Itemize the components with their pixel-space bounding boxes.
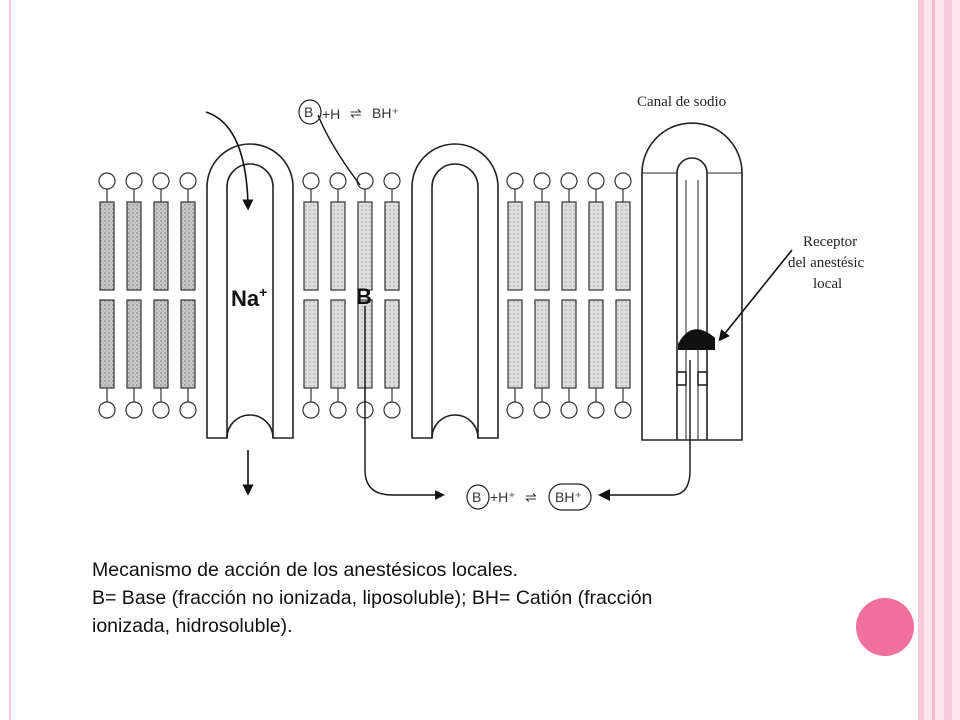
- base-circle-bottom: [466, 484, 490, 510]
- bottom-eq-plus-h: +H⁺: [490, 489, 516, 505]
- top-eq-base: B: [304, 104, 313, 120]
- caption-line-3: ionizada, hidrosoluble).: [92, 615, 293, 637]
- bottom-eq-arrow: ⇌: [525, 489, 537, 505]
- left-border-line: [9, 0, 11, 720]
- caption-line-1: Mecanismo de acción de los anestésicos l…: [92, 559, 518, 581]
- top-eq-product: BH⁺: [372, 105, 399, 121]
- caption-line-2: B= Base (fracción no ionizada, liposolub…: [92, 587, 653, 609]
- bottom-eq-base: B: [472, 489, 481, 505]
- receptor-pointer-arrow: [718, 249, 793, 342]
- lipid-bilayer-group-2: [302, 172, 401, 419]
- sodium-ion-label: Na+: [231, 284, 267, 311]
- figure-caption: Mecanismo de acción de los anestésicos l…: [92, 556, 782, 640]
- arrow-head-left: [598, 489, 610, 501]
- lipid-bilayer-group-3: [506, 172, 632, 419]
- pink-circle-decoration: [856, 598, 914, 656]
- anesthetic-receptor-site: [678, 329, 715, 350]
- receptor-label-line-3: local: [813, 276, 842, 292]
- sodium-channel-open: [206, 143, 294, 439]
- lipid-bilayer-group-1: [98, 172, 197, 419]
- right-decorative-stripes: [918, 0, 960, 720]
- bottom-eq-product: BH⁺: [555, 489, 582, 505]
- top-eq-plus-h: +H: [322, 106, 340, 122]
- channel-label: Canal de sodio: [637, 94, 726, 110]
- sodium-channel-cross-section: [641, 122, 743, 441]
- receptor-label-line-1: Receptor: [803, 234, 857, 250]
- base-circle-top: [298, 99, 322, 125]
- base-diffusion-path: [317, 114, 691, 500]
- top-eq-arrow: ⇌: [350, 105, 362, 121]
- sodium-channel-middle: [411, 143, 499, 439]
- sodium-flow-arrows: [205, 111, 254, 496]
- base-label: B: [356, 284, 372, 309]
- receptor-label-line-2: del anestésic: [788, 255, 865, 271]
- cation-pill: [548, 483, 592, 511]
